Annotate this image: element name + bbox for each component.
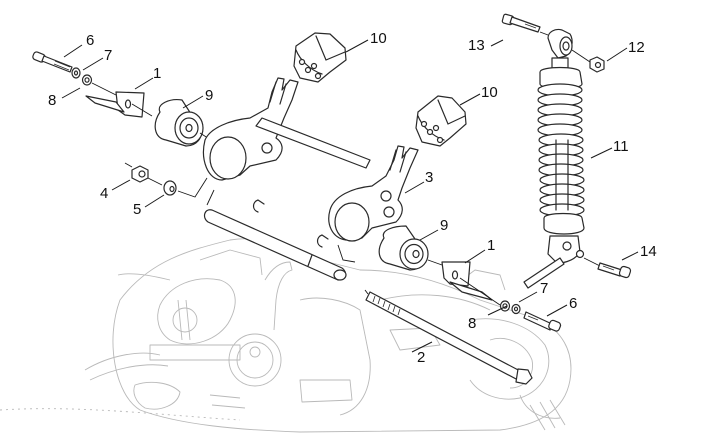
shock-absorber [523, 28, 585, 289]
callout-labels: 6 7 8 1 9 4 5 10 10 3 9 1 2 8 7 6 11 12 … [48, 30, 657, 366]
callout-7-left: 7 [104, 47, 112, 64]
callout-9-left: 9 [205, 87, 213, 104]
callout-2: 2 [417, 349, 425, 366]
callout-6-left: 6 [86, 32, 94, 49]
spacer-right [499, 300, 511, 312]
washer-left [71, 67, 81, 79]
callout-11: 11 [613, 138, 629, 155]
bolt-left [32, 51, 73, 73]
silent-block-left [154, 99, 204, 147]
callout-9-right: 9 [440, 217, 448, 234]
shock-top-nut [589, 56, 605, 73]
long-through-bolt [365, 291, 533, 385]
callout-3: 3 [425, 169, 433, 186]
shock-top-bolt [501, 13, 541, 33]
shock-bottom-bolt [597, 262, 632, 279]
spacer-left [81, 74, 93, 86]
callout-1-right: 1 [487, 237, 495, 254]
washer [163, 180, 177, 196]
silent-block-right [378, 225, 429, 271]
callout-10-left: 10 [370, 30, 387, 47]
engine-background [0, 238, 572, 433]
callout-7-right: 7 [540, 280, 548, 297]
shock-spring [537, 83, 585, 217]
callout-10-right: 10 [481, 84, 498, 101]
nut [131, 165, 149, 183]
callout-14: 14 [640, 243, 657, 260]
callout-5: 5 [133, 201, 141, 218]
washer-right [511, 303, 521, 315]
bracket-left [85, 91, 153, 118]
callout-leaders [61, 39, 639, 353]
callout-8-right: 8 [468, 315, 476, 332]
callout-13: 13 [468, 37, 485, 54]
rubber-buffer-left [293, 32, 347, 83]
callout-6-right: 6 [569, 295, 577, 312]
swing-arm-assembly [202, 77, 419, 281]
callout-12: 12 [628, 39, 645, 56]
callout-4: 4 [100, 185, 108, 202]
bolt-right [523, 311, 562, 332]
rubber-buffer-right [415, 95, 467, 147]
callout-8-left: 8 [48, 92, 56, 109]
callout-1-left: 1 [153, 65, 161, 82]
